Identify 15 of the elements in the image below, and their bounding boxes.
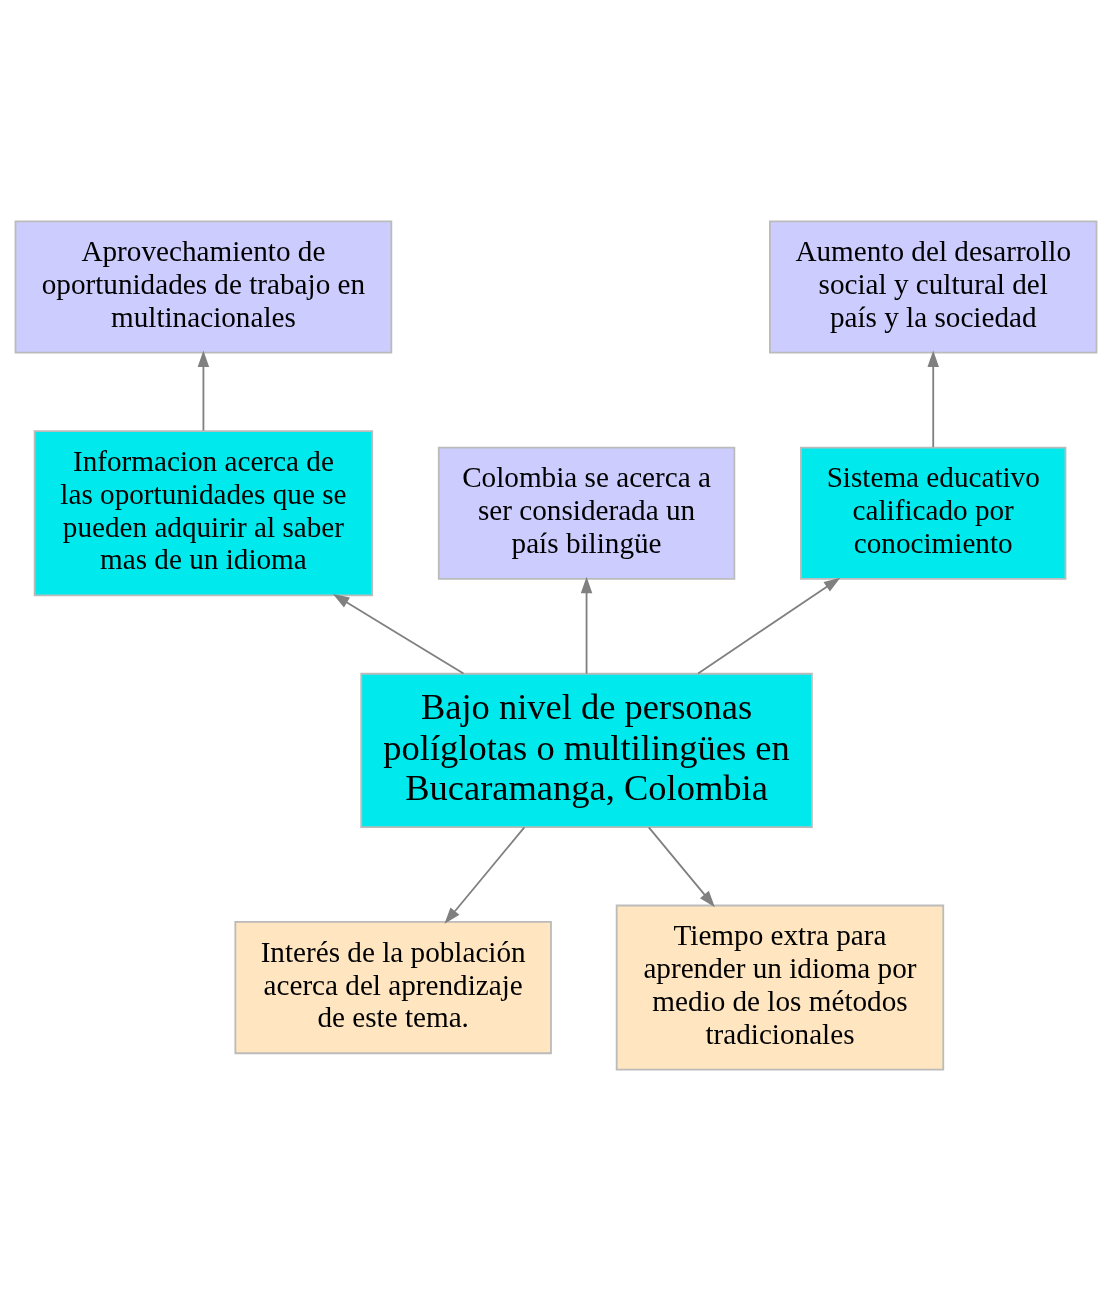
node-box: Colombia se acerca a ser considerada un país bilingüe bbox=[437, 446, 736, 580]
arrow bbox=[580, 576, 593, 675]
arrow bbox=[332, 593, 465, 674]
arrow bbox=[697, 577, 841, 674]
node-box: Informacion acerca de las oportunidades que se pueden adquirir al saber mas de un idioma bbox=[33, 429, 374, 596]
node-box: Aprovechamiento de oportunidades de trabajo en multinacionales bbox=[14, 219, 393, 354]
node-box: Tiempo extra para aprender un idioma por medio de los métodos tradicionales bbox=[615, 904, 945, 1071]
arrow bbox=[927, 349, 939, 448]
node-box: Bajo nivel de personas políglotas o multilingües en Bucaramanga, Colombia bbox=[360, 672, 813, 828]
node-box: Interés de la población acerca del aprendizaje de este tema. bbox=[234, 920, 552, 1054]
node-box: Aumento del desarrollo social y cultural del país y la sociedad bbox=[769, 219, 1098, 354]
arrow bbox=[197, 349, 210, 431]
node-box: Sistema educativo calificado por conocimiento bbox=[800, 446, 1067, 580]
arrow bbox=[444, 826, 526, 924]
arrow bbox=[647, 826, 715, 907]
